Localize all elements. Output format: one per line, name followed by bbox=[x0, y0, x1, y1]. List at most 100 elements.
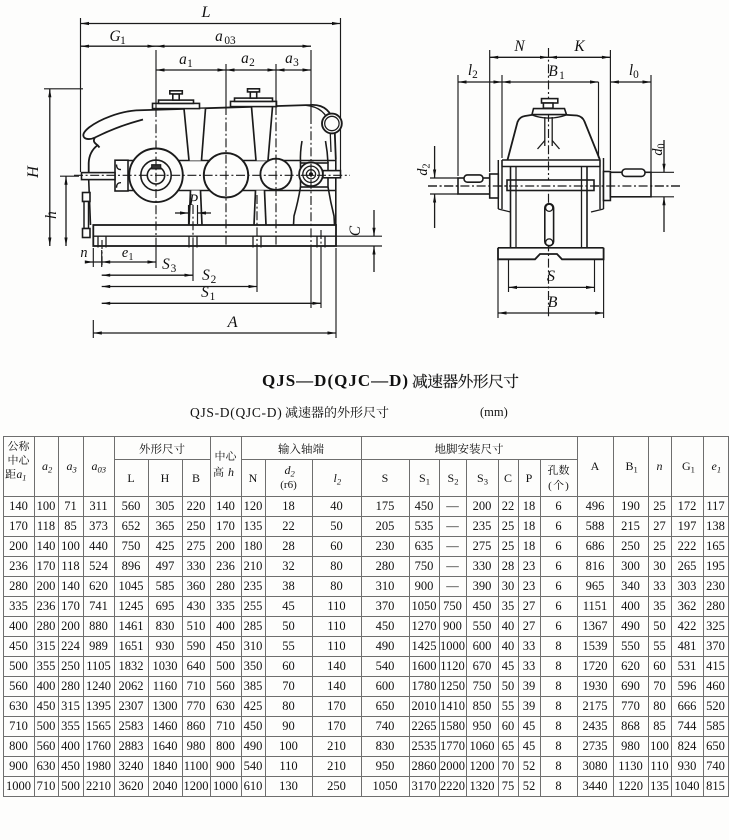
svg-text:350: 350 bbox=[244, 659, 263, 673]
svg-text:8: 8 bbox=[555, 779, 561, 793]
svg-text:686: 686 bbox=[586, 539, 605, 553]
svg-text:335: 335 bbox=[9, 599, 28, 613]
svg-text:18: 18 bbox=[523, 539, 536, 553]
svg-text:500: 500 bbox=[37, 719, 56, 733]
svg-text:110: 110 bbox=[327, 619, 345, 633]
svg-text:1: 1 bbox=[128, 252, 133, 263]
svg-text:770: 770 bbox=[187, 699, 206, 713]
svg-text:450: 450 bbox=[61, 759, 80, 773]
svg-text:—: — bbox=[445, 559, 459, 573]
svg-text:560: 560 bbox=[37, 739, 56, 753]
svg-text:650: 650 bbox=[376, 699, 395, 713]
svg-text:135: 135 bbox=[650, 779, 669, 793]
svg-text:1367: 1367 bbox=[583, 619, 608, 633]
svg-text:18: 18 bbox=[282, 499, 295, 513]
svg-text:3620: 3620 bbox=[119, 779, 144, 793]
svg-text:18: 18 bbox=[523, 519, 536, 533]
svg-text:275: 275 bbox=[473, 539, 492, 553]
svg-text:200: 200 bbox=[216, 539, 235, 553]
svg-text:3: 3 bbox=[171, 263, 177, 275]
svg-text:280: 280 bbox=[61, 679, 80, 693]
svg-text:710: 710 bbox=[9, 719, 28, 733]
svg-text:450: 450 bbox=[415, 499, 434, 513]
svg-text:360: 360 bbox=[187, 579, 206, 593]
svg-text:1425: 1425 bbox=[412, 639, 437, 653]
svg-text:585: 585 bbox=[706, 719, 725, 733]
svg-text:8: 8 bbox=[555, 699, 561, 713]
svg-text:635: 635 bbox=[415, 539, 434, 553]
svg-text:1410: 1410 bbox=[440, 699, 465, 713]
svg-text:965: 965 bbox=[586, 579, 605, 593]
svg-text:2220: 2220 bbox=[440, 779, 465, 793]
svg-text:1100: 1100 bbox=[184, 759, 209, 773]
svg-text:N: N bbox=[513, 38, 525, 55]
svg-text:a: a bbox=[215, 28, 223, 45]
svg-text:250: 250 bbox=[621, 539, 640, 553]
svg-text:n: n bbox=[657, 459, 663, 473]
svg-text:830: 830 bbox=[376, 739, 395, 753]
svg-text:800: 800 bbox=[216, 739, 235, 753]
svg-text:880: 880 bbox=[89, 619, 108, 633]
svg-text:236: 236 bbox=[9, 559, 28, 573]
svg-text:2175: 2175 bbox=[583, 699, 608, 713]
svg-text:230: 230 bbox=[376, 539, 395, 553]
svg-text:QJS—D(QJC—D): QJS—D(QJC—D) bbox=[262, 371, 409, 390]
svg-text:630: 630 bbox=[9, 699, 28, 713]
svg-text:A: A bbox=[227, 312, 238, 331]
svg-text:300: 300 bbox=[621, 559, 640, 573]
svg-text:275: 275 bbox=[187, 539, 206, 553]
svg-text:1105: 1105 bbox=[86, 659, 111, 673]
svg-text:190: 190 bbox=[621, 499, 640, 513]
svg-text:3080: 3080 bbox=[583, 759, 608, 773]
svg-text:900: 900 bbox=[9, 759, 28, 773]
svg-text:40: 40 bbox=[502, 619, 515, 633]
svg-text:a: a bbox=[285, 50, 293, 67]
svg-text:1640: 1640 bbox=[153, 739, 178, 753]
svg-text:30: 30 bbox=[502, 579, 515, 593]
svg-text:310: 310 bbox=[376, 579, 395, 593]
svg-text:1130: 1130 bbox=[618, 759, 643, 773]
svg-text:165: 165 bbox=[706, 539, 725, 553]
svg-text:S: S bbox=[382, 471, 389, 485]
svg-text:80: 80 bbox=[282, 699, 295, 713]
svg-text:1: 1 bbox=[559, 70, 565, 82]
svg-text:170: 170 bbox=[37, 559, 56, 573]
svg-text:500: 500 bbox=[216, 659, 235, 673]
svg-text:365: 365 bbox=[156, 519, 175, 533]
svg-text:P: P bbox=[526, 471, 533, 485]
svg-text:B: B bbox=[548, 292, 558, 311]
svg-text:362: 362 bbox=[678, 599, 697, 613]
svg-text:N: N bbox=[249, 471, 258, 485]
svg-text:2: 2 bbox=[249, 57, 255, 69]
svg-text:450: 450 bbox=[9, 639, 28, 653]
svg-text:80: 80 bbox=[330, 559, 343, 573]
svg-text:3170: 3170 bbox=[412, 779, 437, 793]
svg-text:140: 140 bbox=[61, 579, 80, 593]
svg-text:100: 100 bbox=[279, 739, 298, 753]
svg-text:255: 255 bbox=[244, 599, 263, 613]
svg-text:6: 6 bbox=[555, 539, 561, 553]
svg-text:860: 860 bbox=[187, 719, 206, 733]
svg-text:2735: 2735 bbox=[583, 739, 608, 753]
svg-text:280: 280 bbox=[9, 579, 28, 593]
svg-text:2: 2 bbox=[472, 69, 478, 81]
svg-text:170: 170 bbox=[327, 719, 346, 733]
svg-text:497: 497 bbox=[156, 559, 175, 573]
svg-text:930: 930 bbox=[156, 639, 175, 653]
svg-text:a2: a2 bbox=[42, 459, 53, 475]
svg-text:(r6): (r6) bbox=[280, 479, 297, 491]
svg-text:27: 27 bbox=[523, 619, 536, 633]
svg-text:195: 195 bbox=[706, 559, 725, 573]
svg-text:8: 8 bbox=[555, 659, 561, 673]
svg-text:33: 33 bbox=[523, 639, 536, 653]
svg-text:250: 250 bbox=[187, 519, 206, 533]
svg-text:28: 28 bbox=[502, 559, 515, 573]
svg-text:L: L bbox=[127, 471, 134, 485]
svg-text:868: 868 bbox=[621, 719, 640, 733]
svg-text:400: 400 bbox=[37, 679, 56, 693]
svg-text:118: 118 bbox=[37, 519, 55, 533]
svg-text:H: H bbox=[161, 471, 170, 485]
svg-text:373: 373 bbox=[89, 519, 108, 533]
svg-text:117: 117 bbox=[706, 499, 724, 513]
svg-text:1300: 1300 bbox=[153, 699, 178, 713]
